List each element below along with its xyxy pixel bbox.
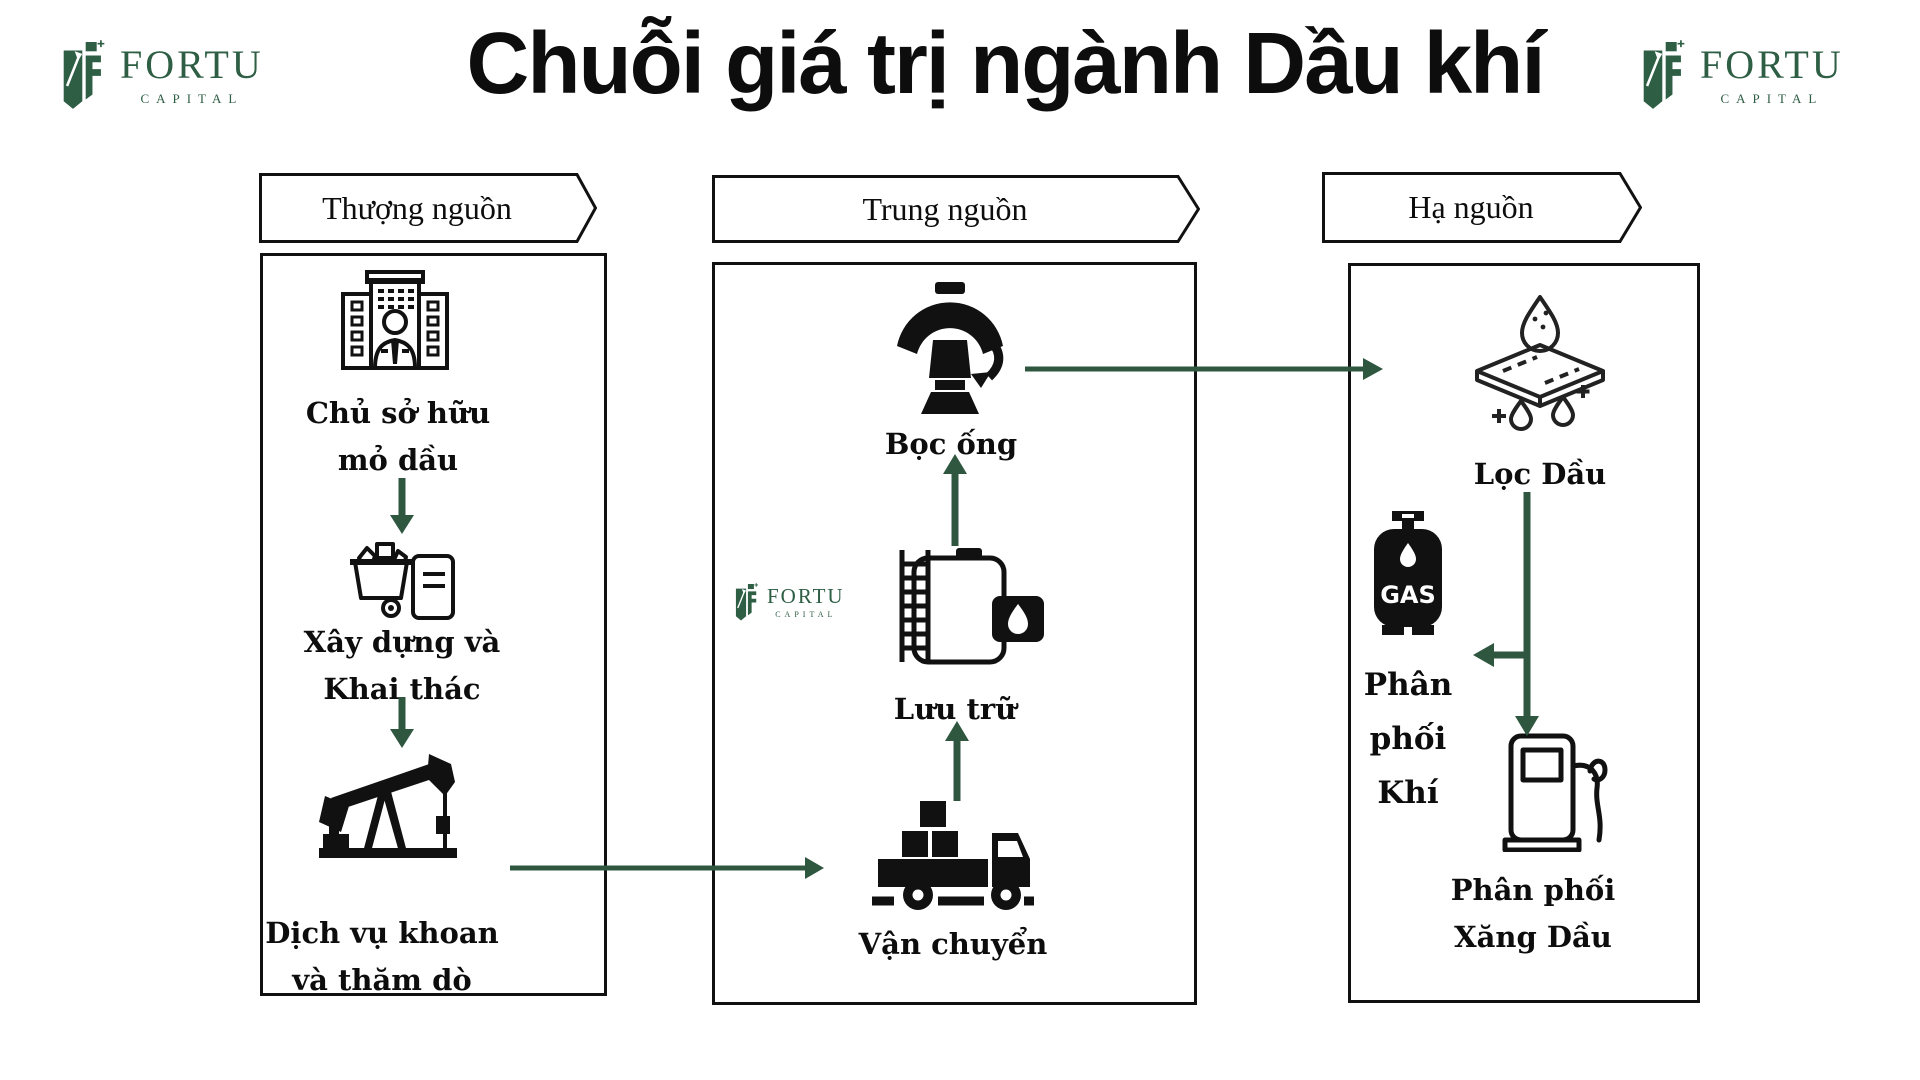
- brand-name: FORTU: [120, 42, 264, 87]
- label-petroleum-distribution: Phân phối Xăng Dầu: [1450, 873, 1616, 954]
- storage-tank-icon: [899, 548, 1044, 665]
- banner-downstream: Hạ nguồn: [1322, 172, 1643, 243]
- label-oil-refining: Lọc Dầu: [1473, 457, 1607, 491]
- fuel-pump-icon: [1502, 733, 1608, 852]
- label-oil-field-owner: Chủ sở hữu mỏ dầu: [305, 396, 491, 477]
- banner-downstream-label: Hạ nguồn: [1408, 189, 1534, 225]
- fortu-logo-icon: [735, 582, 759, 622]
- page-title: Chuỗi giá trị ngành Dầu khí: [466, 15, 1546, 112]
- banner-midstream: Trung nguồn: [712, 175, 1201, 243]
- logo-fortu-capital-right: FORTU CAPITAL: [1642, 40, 1844, 110]
- label-gas-distribution: Phân phối Khí: [1363, 667, 1453, 811]
- label-drilling-exploration: Dịch vụ khoan và thăm dò: [265, 916, 499, 997]
- logo-fortu-capital-watermark: FORTU CAPITAL: [735, 582, 845, 622]
- upstream-box: [260, 253, 607, 996]
- fortu-logo-icon: [62, 40, 106, 110]
- oil-filter-icon: [1475, 295, 1605, 431]
- label-storage: Lưu trữ: [893, 692, 1017, 726]
- banner-upstream: Thượng nguồn: [259, 173, 598, 243]
- label-pipe-coating: Bọc ống: [884, 427, 1018, 461]
- fortu-logo-icon: [1642, 40, 1686, 110]
- logo-fortu-capital-left: FORTU CAPITAL: [62, 40, 264, 110]
- pipe-coating-icon: [897, 282, 1004, 414]
- brand-subtitle: CAPITAL: [140, 91, 244, 106]
- gas-cylinder-icon: GAS: [1374, 511, 1442, 635]
- banner-midstream-label: Trung nguồn: [862, 190, 1028, 227]
- oil-field-owner-icon: [341, 270, 449, 370]
- pumpjack-icon: [319, 754, 457, 858]
- label-transportation: Vận chuyển: [858, 927, 1048, 961]
- gas-cylinder-text: GAS: [1380, 581, 1436, 609]
- mining-cart-icon: [350, 542, 455, 620]
- cargo-truck-icon: [872, 801, 1034, 910]
- banner-upstream-label: Thượng nguồn: [322, 189, 512, 226]
- label-construction-extraction: Xây dựng và Khai thác: [303, 625, 501, 706]
